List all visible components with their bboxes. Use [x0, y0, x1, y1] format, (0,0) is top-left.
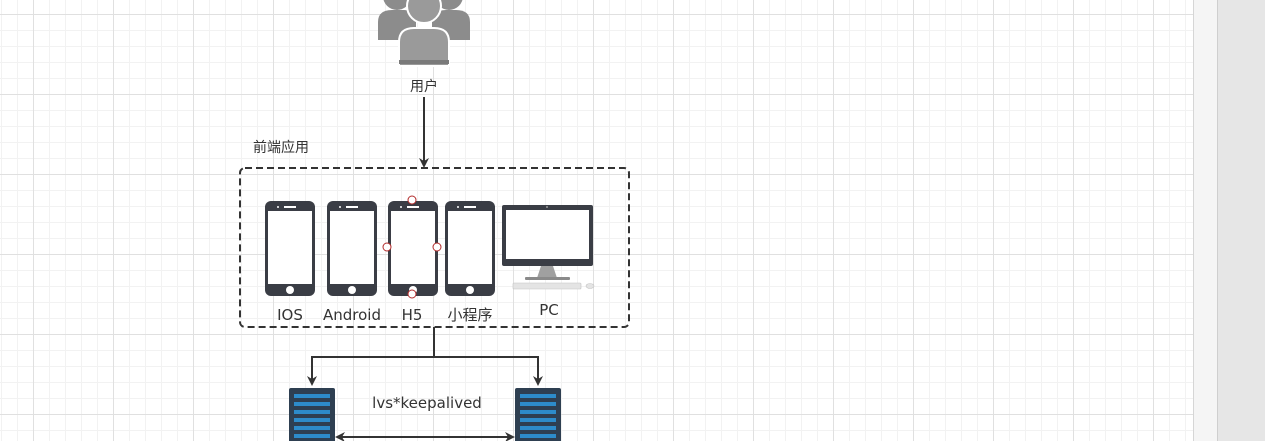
client-label-h5: H5	[402, 306, 423, 324]
users-group-icon[interactable]	[378, 0, 470, 67]
smartphone-icon[interactable]	[388, 201, 438, 296]
client-label-miniprogram: 小程序	[447, 306, 492, 324]
selection-handles[interactable]	[382, 195, 442, 299]
client-label-pc: PC	[539, 301, 559, 319]
connection-point-top	[407, 195, 417, 205]
connection-point-right	[432, 242, 442, 252]
group-title: 前端应用	[253, 139, 309, 156]
connection-point-bottom	[407, 289, 417, 299]
server-icon[interactable]	[515, 388, 561, 441]
connection-point-left	[382, 242, 392, 252]
desktop-computer-icon[interactable]	[502, 205, 595, 290]
user-label: 用户	[410, 78, 438, 95]
smartphone-icon[interactable]	[445, 201, 495, 296]
frontend-to-lb-left-arrow[interactable]	[307, 327, 435, 386]
page-boundary	[1193, 0, 1218, 441]
diagram-svg: 用户 前端应用 IOS Android	[239, 0, 630, 441]
smartphone-icon[interactable]	[265, 201, 315, 296]
server-icon[interactable]	[289, 388, 335, 441]
side-scroll-panel[interactable]	[1217, 0, 1265, 441]
frontend-to-lb-right-arrow[interactable]	[434, 356, 543, 386]
lb-label: lvs*keepalived	[372, 394, 482, 412]
client-label-android: Android	[323, 306, 381, 324]
smartphone-icon[interactable]	[327, 201, 377, 296]
client-label-ios: IOS	[277, 306, 303, 324]
